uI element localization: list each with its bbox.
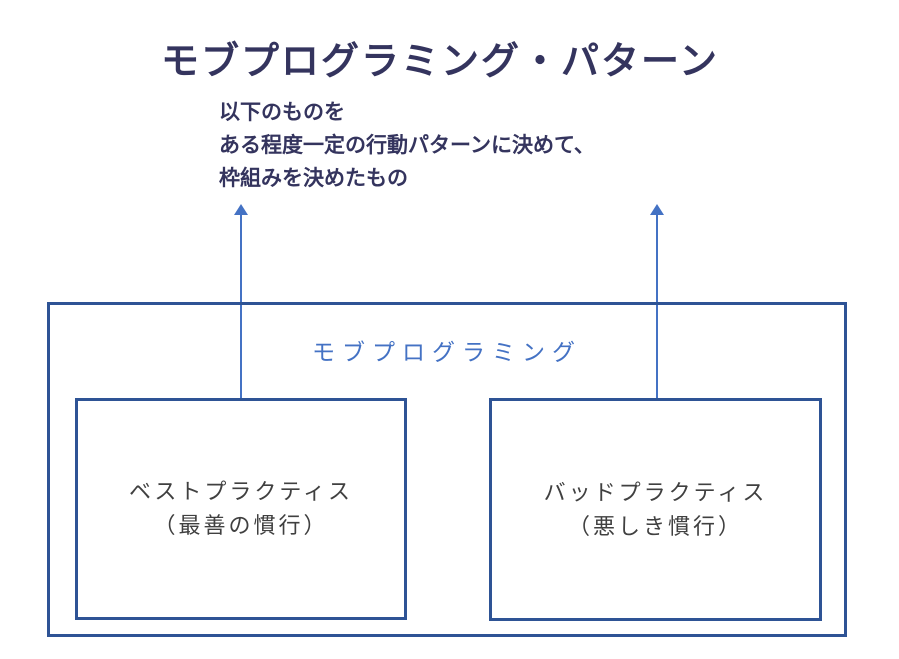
mob-programming-container-box: モブプログラミング ベストプラクティス （最善の慣行） バッドプラクティス （悪… bbox=[47, 302, 847, 637]
best-practice-box: ベストプラクティス （最善の慣行） bbox=[75, 398, 407, 620]
bad-practice-box: バッドプラクティス （悪しき慣行） bbox=[489, 398, 822, 621]
annotation-text: 以下のものを ある程度一定の行動パターンに決めて、 枠組みを決めたもの bbox=[219, 96, 595, 195]
arrowhead-icon bbox=[234, 204, 248, 215]
arrow-shaft bbox=[656, 214, 658, 398]
bad-practice-title: バッドプラクティス bbox=[543, 479, 768, 505]
page-title: モブプログラミング・パターン bbox=[160, 41, 720, 83]
bad-practice-subtitle: （悪しき慣行） bbox=[567, 513, 743, 539]
up-arrow-from-bad-practice bbox=[650, 204, 664, 398]
container-label: モブプログラミング bbox=[312, 339, 582, 365]
best-practice-title: ベストプラクティス bbox=[128, 479, 354, 504]
up-arrow-from-best-practice bbox=[234, 204, 248, 398]
arrow-shaft bbox=[240, 214, 242, 398]
best-practice-subtitle: （最善の慣行） bbox=[153, 513, 329, 538]
annotation-line-1: 以下のものを bbox=[219, 101, 345, 124]
annotation-line-3: 枠組みを決めたもの bbox=[219, 167, 408, 190]
annotation-line-2: ある程度一定の行動パターンに決めて、 bbox=[219, 134, 595, 157]
arrowhead-icon bbox=[650, 204, 664, 215]
